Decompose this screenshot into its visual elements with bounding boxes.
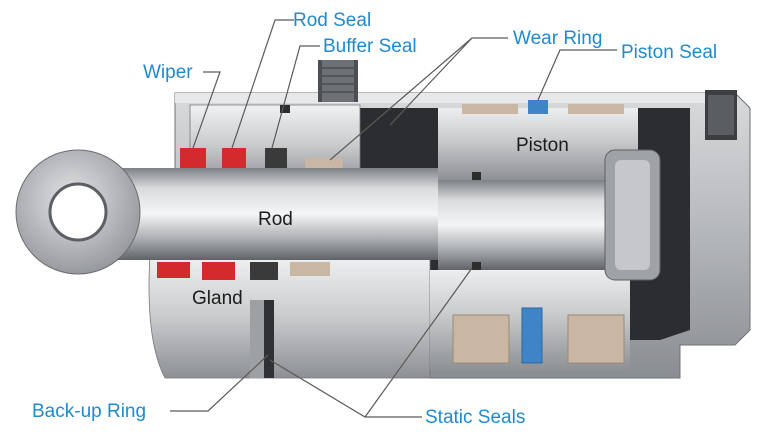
rod-label: Rod <box>258 209 293 230</box>
wear-rings <box>452 104 625 364</box>
buffer-seal-label: Buffer Seal <box>323 36 417 57</box>
gland-label: Gland <box>192 288 243 309</box>
gland-wear-strips <box>290 158 343 276</box>
wear-ring-label: Wear Ring <box>513 28 603 49</box>
static-seals-label: Static Seals <box>425 407 526 428</box>
port-fitting-top <box>318 60 358 102</box>
piston-seals <box>521 100 548 364</box>
wiper-label: Wiper <box>143 62 193 83</box>
wiper-seals <box>157 148 246 280</box>
static-seals <box>280 105 481 270</box>
rod-seal-label: Rod Seal <box>293 10 372 31</box>
rod-eye <box>15 149 141 275</box>
piston-nut <box>604 149 661 281</box>
buffer-seals <box>250 148 287 280</box>
port-fitting-right <box>705 90 737 140</box>
backup-ring-label: Back-up Ring <box>32 401 147 422</box>
piston-seal-label: Piston Seal <box>621 42 718 63</box>
piston-label: Piston <box>516 135 569 156</box>
leader-lines <box>170 19 617 418</box>
